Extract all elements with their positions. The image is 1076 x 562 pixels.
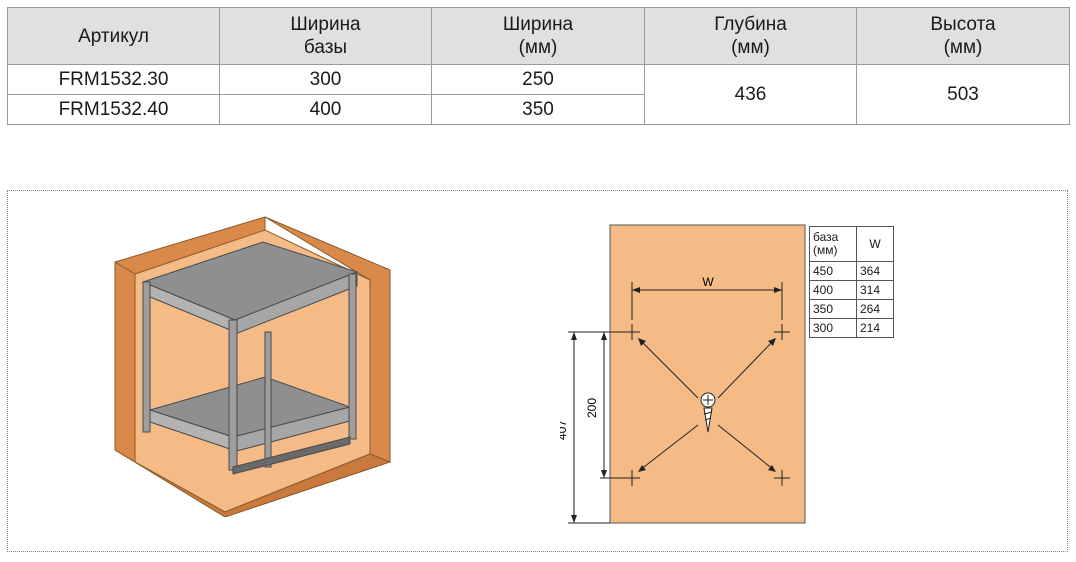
- post-back-right: [348, 273, 357, 440]
- diagram-frame: [7, 190, 1068, 552]
- table-row: FRM1532.40 400 350: [7, 94, 1070, 125]
- cell-depth: 436: [644, 64, 857, 125]
- mounting-diagram: W 200 407: [560, 224, 806, 524]
- header-depth: Глубина(мм): [644, 7, 857, 65]
- header-article: Артикул: [7, 7, 220, 65]
- header-height: Высота(мм): [856, 7, 1070, 65]
- screw-icon: [700, 392, 716, 433]
- cell-article: FRM1532.30: [7, 64, 220, 95]
- dim-200-label: 200: [585, 398, 599, 418]
- cell-article: FRM1532.40: [7, 94, 220, 125]
- cell-height: 503: [856, 64, 1070, 125]
- cell-width-mm: 250: [431, 64, 645, 95]
- corner-basket-illustration: [114, 216, 392, 517]
- table-row: FRM1532.30 300 250 436 503: [7, 64, 1070, 125]
- header-width-mm: Ширина(мм): [431, 7, 645, 65]
- cabinet-left-wall: [114, 261, 136, 463]
- mini-header-w: W: [856, 226, 894, 262]
- mini-table-header: база(мм) W: [809, 226, 894, 262]
- w-label: W: [702, 275, 714, 289]
- post-back-mid: [264, 331, 272, 468]
- slide-rail: [232, 436, 351, 475]
- cell-base-width: 400: [219, 94, 432, 125]
- post-front-right: [228, 319, 238, 471]
- cabinet-floor: [114, 449, 392, 517]
- dim-407-label: 407: [560, 420, 569, 440]
- post-front-left: [142, 281, 151, 433]
- cell-base-width: 300: [219, 64, 432, 95]
- cell-width-mm: 350: [431, 94, 645, 125]
- mounting-board: [609, 224, 806, 524]
